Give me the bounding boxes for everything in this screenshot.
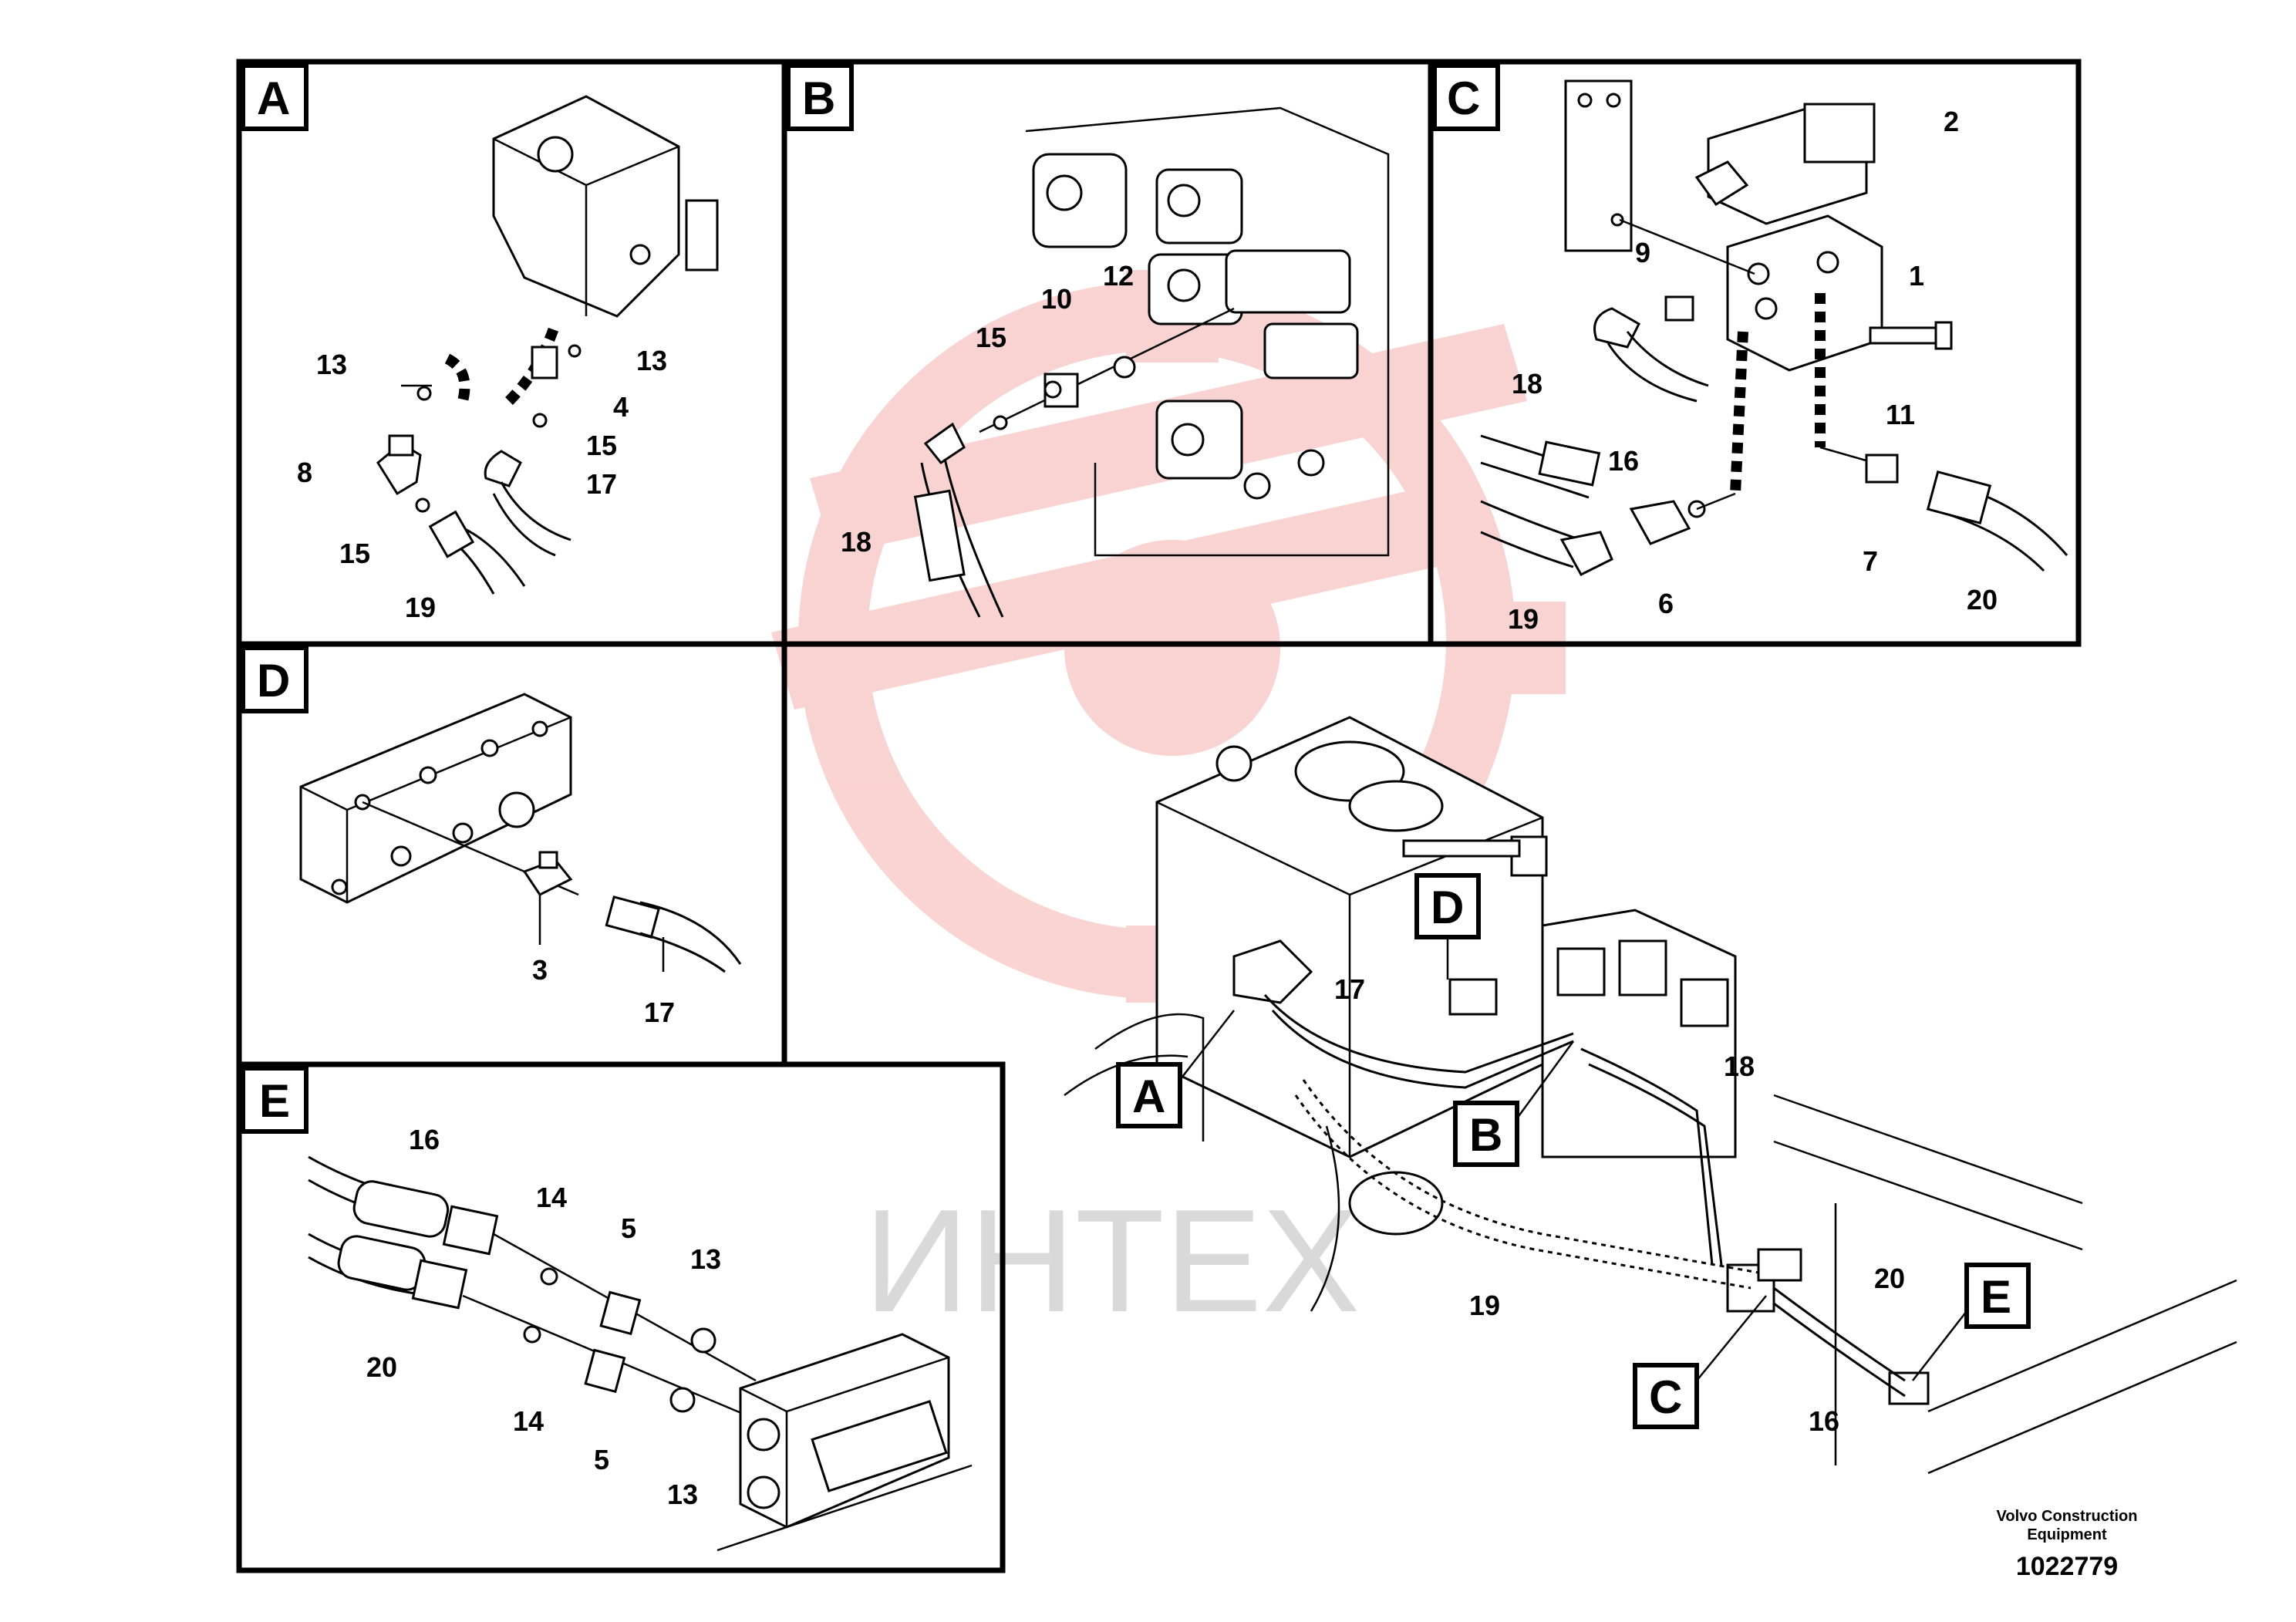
main-view-callout-20: 20 [1874,1263,1905,1294]
panel-b-drawing [913,106,1390,618]
panel-d-drawing [299,693,742,973]
panel-b-callout-12: 12 [1103,260,1134,292]
svg-text:C: C [1649,1371,1682,1423]
panel-a-callout-15-left: 15 [339,538,370,569]
panel-a-callout-4: 4 [613,391,629,423]
panel-b-callout-18: 18 [841,526,872,558]
main-view-label-c: C [1633,1295,1767,1429]
panel-a-callout-13-left: 13 [316,349,347,380]
panel-a-callout-19: 19 [405,592,436,623]
panel-c-drawing [1480,79,2068,576]
panel-e-label: E [241,1066,308,1134]
panel-e-callout-5-bottom: 5 [594,1444,609,1475]
main-view-callout-17: 17 [1334,973,1365,1005]
svg-text:A: A [257,73,290,124]
panel-a-drawing [376,95,719,595]
panel-d-callout-17: 17 [644,996,675,1028]
panel-e-callout-20: 20 [366,1351,397,1383]
svg-text:D: D [1431,882,1464,933]
svg-text:B: B [802,73,835,124]
panel-e-callout-13-bottom: 13 [667,1479,698,1510]
main-view-drawing [1064,716,2237,1475]
panel-e-callout-13-top: 13 [690,1243,721,1275]
panel-d-label: D [241,646,308,713]
panel-e-drawing [308,1155,973,1552]
panel-d-callout-3: 3 [532,954,548,986]
panel-b-callout-15: 15 [976,322,1006,353]
panel-a-callout-13-right: 13 [636,345,667,376]
panel-c-callout-16: 16 [1608,445,1639,477]
panel-c-callout-11: 11 [1886,399,1915,430]
watermark-text: ИНТЕХ [864,1179,1360,1343]
panel-b-label: B [786,63,854,131]
panel-e-callout-14-top: 14 [536,1182,567,1213]
panel-e-callout-16: 16 [409,1124,440,1155]
main-view-label-a: A [1116,1010,1235,1128]
main-view-label-d: D [1414,873,1481,980]
svg-text:E: E [1981,1271,2011,1323]
main-view-callout-18: 18 [1724,1050,1755,1082]
panel-a-callout-8: 8 [297,457,312,488]
panel-a-callout-17: 17 [586,468,617,500]
panel-a-callout-15-right: 15 [586,430,617,461]
svg-text:B: B [1469,1109,1502,1161]
panel-a-label: A [241,63,308,131]
svg-text:E: E [259,1075,290,1127]
footer-drawing-number: 1022779 [2016,1552,2118,1581]
panel-c-label: C [1432,63,1500,131]
main-view-callout-16: 16 [1809,1405,1839,1437]
panel-b-callout-10: 10 [1041,283,1072,315]
svg-text:A: A [1132,1071,1165,1122]
panel-c-callout-18: 18 [1512,368,1542,400]
panel-c-callout-19: 19 [1508,603,1539,635]
footer-company: Volvo Construction [1997,1508,2138,1525]
main-view-label-b: B [1453,1040,1575,1167]
panel-c-callout-20: 20 [1967,584,1998,615]
panel-c-callout-1: 1 [1909,260,1924,292]
panel-c-callout-9: 9 [1635,237,1650,268]
footer-company-line2: Equipment [2027,1526,2107,1543]
svg-text:C: C [1447,73,1480,124]
panel-e-callout-5-top: 5 [621,1212,636,1244]
panel-c-callout-7: 7 [1863,545,1878,577]
panel-c-callout-2: 2 [1944,106,1959,137]
panel-c-callout-6: 6 [1658,588,1674,619]
panel-e-frame [236,1061,1006,1573]
svg-text:D: D [257,655,290,706]
main-view-label-e: E [1912,1263,2031,1381]
main-view-callout-19: 19 [1469,1290,1500,1321]
panel-e-callout-14-bottom: 14 [513,1405,544,1437]
